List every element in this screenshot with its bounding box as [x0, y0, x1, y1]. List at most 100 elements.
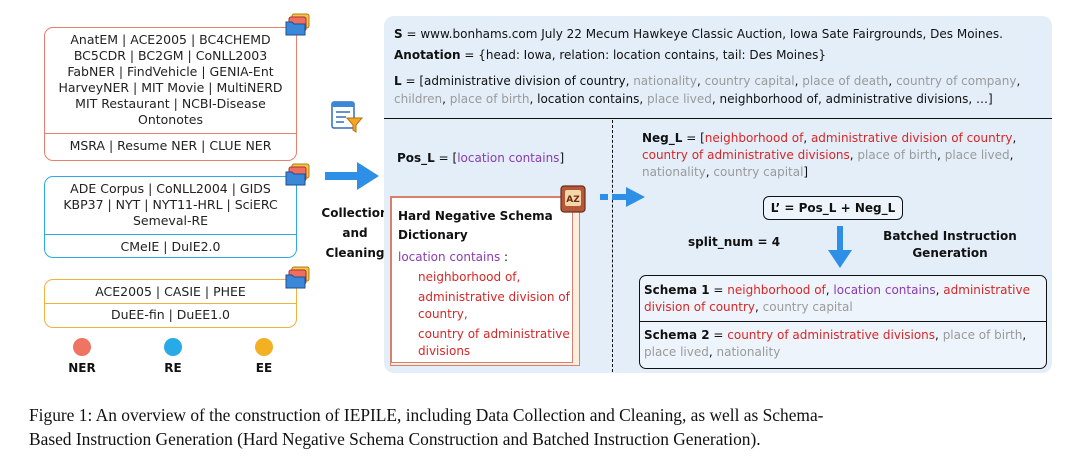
dictionary-title: Dictionary: [398, 228, 468, 242]
figure-caption-line-1: Figure 1: An overview of the constructio…: [29, 405, 824, 425]
schema-2-run-2: place lived, nationality: [644, 345, 780, 359]
neg-run-2: country of administrative divisions, pla…: [642, 148, 1013, 162]
and-word: and: [342, 226, 368, 240]
schema-1-line-1: Schema 1 = neighborhood of, location con…: [644, 282, 1030, 299]
text-run: location contains: [833, 283, 936, 297]
dictionary-title: Hard Negative Schema: [398, 209, 553, 223]
equals-sign: =: [460, 48, 479, 62]
schema-2-run-1: = country of administrative divisions, p…: [710, 328, 1027, 342]
text-run: country capital: [713, 165, 804, 179]
ner-dataset-line: AnatEM | ACE2005 | BC4CHEMD: [70, 32, 271, 47]
ee-datasets-box: ACE2005 | CASIE | PHEE DuEE-fin | DuEE1.…: [44, 279, 297, 328]
text-run: place lived: [644, 345, 709, 359]
ee-legend-label: EE: [255, 361, 273, 375]
text-run: ,: [705, 165, 714, 179]
text-run: , …]: [968, 92, 993, 106]
svg-text:AZ: AZ: [566, 195, 580, 205]
text-run: administrative division of country: [424, 74, 626, 88]
text-run: place of death: [802, 74, 889, 88]
re-legend-label: RE: [164, 361, 182, 375]
text-run: ,: [794, 74, 803, 88]
re-datasets-box: ADE Corpus | CoNLL2004 | GIDS KBP37 | NY…: [44, 176, 297, 258]
labels-run-2: children, place of birth, location conta…: [394, 92, 993, 106]
text-run: country capital: [704, 74, 795, 88]
re-dataset-list: ADE Corpus | CoNLL2004 | GIDS KBP37 | NY…: [45, 177, 296, 234]
text-run: administrative: [943, 283, 1030, 297]
schema-1-run-2: division of country, country capital: [644, 300, 853, 314]
text-run: administrative division of country: [810, 131, 1013, 145]
negative-labels-line-3: nationality, country capital]: [642, 164, 808, 181]
equals-sign: =: [402, 27, 421, 41]
text-run: neighborhood of: [727, 283, 826, 297]
text-run: ,: [935, 328, 943, 342]
text-run: place of birth: [942, 328, 1023, 342]
re-legend-dot: [164, 338, 182, 356]
text-run: ,: [888, 74, 897, 88]
combined-labels-formula: L’ = Pos_L + Neg_L: [763, 196, 903, 220]
cleaning-word: Cleaning: [325, 246, 385, 260]
batched-line: Batched Instruction: [883, 229, 1017, 243]
panel-horizontal-divider: [384, 118, 1052, 119]
annotation-line: Anotation = {head: Iowa, relation: locat…: [394, 47, 826, 64]
text-run: ,: [849, 148, 858, 162]
text-run: nationality: [716, 345, 781, 359]
dictionary-value: neighborhood of,: [418, 270, 521, 284]
ner-legend-label: NER: [68, 361, 96, 375]
neg-run-3: nationality, country capital]: [642, 165, 808, 179]
text-run: neighborhood of: [704, 131, 804, 145]
re-divider: [45, 234, 296, 235]
equals-bracket: = [: [401, 74, 425, 88]
text-run: place lived: [647, 92, 712, 106]
dictionary-arrow: [600, 187, 645, 207]
hard-negative-dictionary: Hard Negative Schema Dictionary location…: [391, 197, 573, 363]
labels-label: L: [394, 74, 402, 88]
panel-vertical-divider: [612, 120, 613, 372]
annotation-text: {head: Iowa, relation: location contains…: [478, 48, 826, 62]
hard-negative-dictionary-shadow: Hard Negative Schema Dictionary location…: [390, 196, 580, 366]
text-run: ,: [639, 92, 647, 106]
schema-divider: [640, 321, 1046, 322]
text-run: ,: [708, 345, 717, 359]
folder-stack-icon: [285, 13, 310, 36]
batched-line: Generation: [912, 246, 988, 260]
schema-batches-box: Schema 1 = neighborhood of, location con…: [639, 275, 1047, 369]
text-run: place of birth: [449, 92, 530, 106]
batch-down-arrow: [828, 226, 852, 268]
equals-bracket: = [: [682, 131, 705, 145]
collection-word: Collection: [321, 206, 389, 220]
ner-dataset-line: Ontonotes: [138, 112, 203, 127]
text-run: location contains: [537, 92, 640, 106]
text-run: ,: [1012, 131, 1017, 145]
schema-1-label: Schema 1: [644, 283, 710, 297]
dictionary-value: administrative division of: [418, 290, 570, 304]
text-run: country capital: [762, 300, 853, 314]
schema-2-line-1: Schema 2 = country of administrative div…: [644, 327, 1026, 344]
text-run: ,: [442, 92, 450, 106]
schema-2-line-2: place lived, nationality: [644, 344, 780, 361]
ee-divider: [45, 303, 296, 304]
text-run: ,: [1022, 328, 1027, 342]
dictionary-value: divisions: [418, 344, 471, 358]
ner-datasets-box: AnatEM | ACE2005 | BC4CHEMD BC5CDR | BC2…: [44, 27, 297, 161]
ner-legend-dot: [73, 338, 91, 356]
text-run: ,: [711, 92, 720, 106]
folder-stack-icon: [285, 266, 310, 289]
re-chinese-datasets: CMeIE | DuIE2.0: [120, 239, 221, 254]
pos-value: location contains: [457, 151, 560, 165]
negative-labels-line-1: Neg_L = [neighborhood of, administrative…: [642, 130, 1016, 147]
text-run: place lived: [944, 148, 1010, 162]
ee-dataset-line: ACE2005 | CASIE | PHEE: [95, 284, 246, 299]
schema-2-label: Schema 2: [644, 328, 710, 342]
collection-arrow: [325, 162, 379, 190]
text-run: nationality: [633, 74, 697, 88]
ner-dataset-list: AnatEM | ACE2005 | BC4CHEMD BC5CDR | BC2…: [45, 28, 296, 133]
equals-bracket: = [: [434, 151, 458, 165]
text-run: country of administrative divisions: [727, 328, 936, 342]
sentence-label: S: [394, 27, 403, 41]
filter-icon: [331, 101, 364, 133]
ner-dataset-line: BC5CDR | BC2GM | CoNLL2003: [73, 48, 268, 63]
text-run: country of company: [896, 74, 1017, 88]
ee-dataset-list: ACE2005 | CASIE | PHEE: [45, 280, 296, 303]
text-run: ,: [529, 92, 538, 106]
dictionary-key-line: location contains :: [398, 249, 508, 266]
